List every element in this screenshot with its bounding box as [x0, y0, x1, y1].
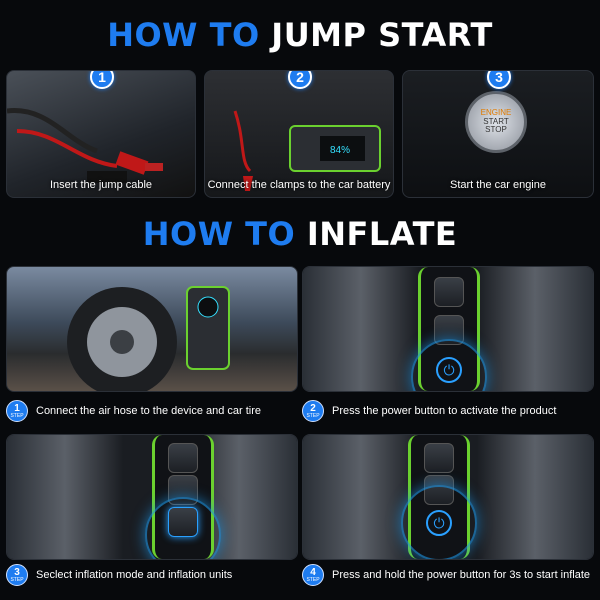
power-icon: ⏻	[426, 510, 452, 536]
step-badge: 2	[288, 71, 312, 89]
inflate-heading: HOW TO INFLATE	[0, 215, 600, 253]
car-battery-illustration: 84%	[233, 110, 381, 191]
device-button	[434, 277, 464, 307]
jump-step-3-panel: ENGINE START STOP 3 Start the car engine	[402, 70, 594, 198]
inflate-step-1-panel	[6, 266, 298, 392]
step-caption: Press and hold the power button for 3s t…	[332, 569, 591, 581]
step-badge: 1	[90, 71, 114, 89]
svg-text:84%: 84%	[330, 145, 350, 156]
jump-step-1-panel: 1 Insert the jump cable	[6, 70, 196, 198]
mode-button	[168, 507, 198, 537]
step-caption: Insert the jump cable	[49, 179, 153, 191]
device-button	[168, 443, 198, 473]
device-button	[424, 443, 454, 473]
tire-illustration	[67, 286, 230, 391]
step-caption: Press the power button to activate the p…	[332, 405, 557, 417]
step-caption: Connect the clamps to the car battery	[207, 179, 391, 191]
step-caption: Start the car engine	[449, 179, 546, 191]
inflate-step-2-panel: ⏻	[302, 266, 594, 392]
step-caption: Seclect inflation mode and inflation uni…	[36, 569, 233, 581]
heading-main: INFLATE	[306, 215, 458, 253]
engine-start-button: ENGINE START STOP	[465, 91, 527, 153]
inflate-step-3-panel	[6, 434, 298, 560]
jump-cable-illustration	[7, 108, 163, 183]
jump-step-2-panel: 84% 2 Connect the clamps to the car batt…	[204, 70, 394, 198]
power-icon: ⏻	[436, 357, 462, 383]
step-caption: Connect the air hose to the device and c…	[36, 405, 262, 417]
step-badge: 3	[487, 71, 511, 89]
jump-start-heading: HOW TO JUMP START	[0, 16, 600, 54]
inflate-step-4-panel: ⏻	[302, 434, 594, 560]
heading-main: JUMP START	[271, 16, 493, 54]
heading-prefix: HOW TO	[107, 16, 260, 54]
heading-prefix: HOW TO	[142, 215, 296, 253]
